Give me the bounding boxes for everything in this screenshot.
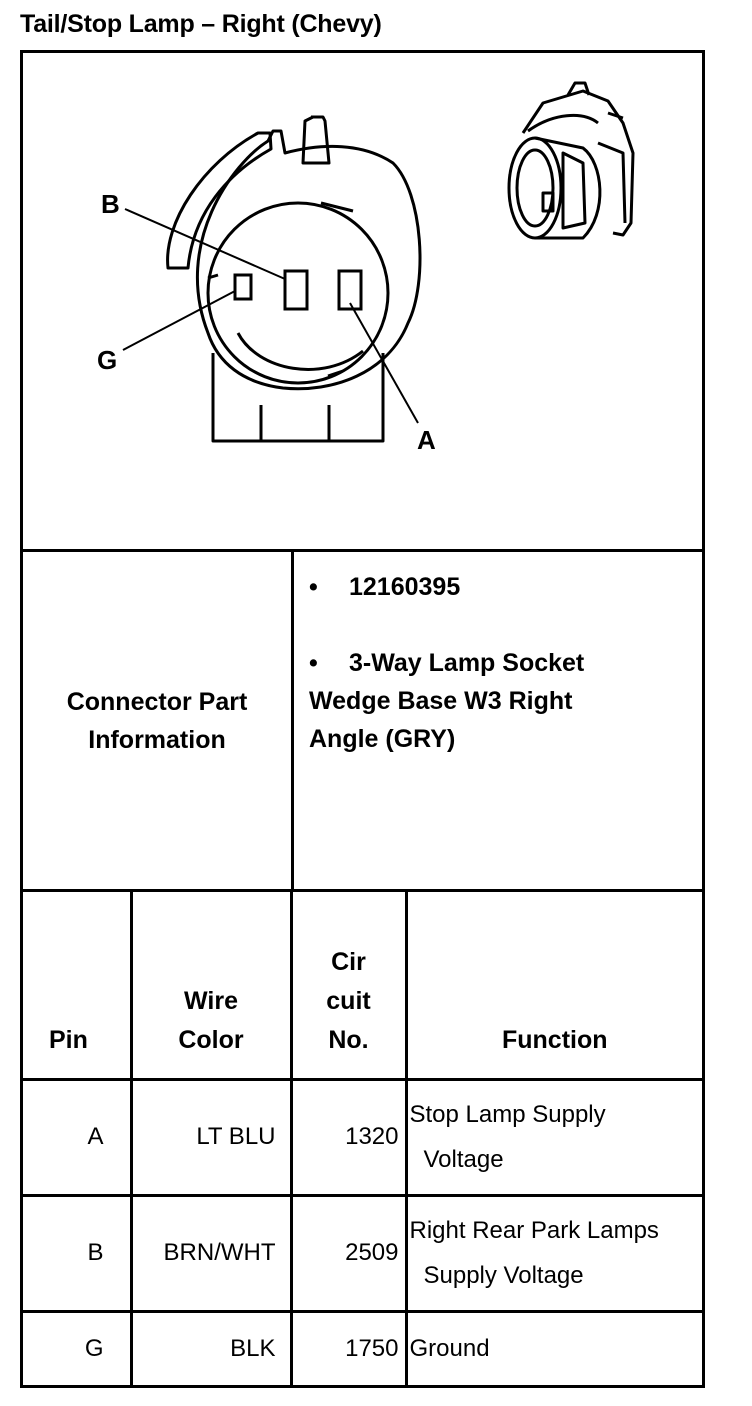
table-row: G BLK 1750 Ground xyxy=(23,1309,702,1385)
connector-sheet: B G A Connector Part Information • 12160… xyxy=(20,50,705,1388)
leader-line-g xyxy=(122,290,236,351)
cell-function: Stop Lamp Supply Voltage xyxy=(404,1077,702,1197)
connector-latch xyxy=(301,115,331,165)
part-description-line2: Wedge Base W3 Right xyxy=(309,687,573,715)
table-header-row: Pin Wire Color Cir cuit No. Function xyxy=(23,892,702,1081)
pin-callout-a: A xyxy=(417,425,436,455)
connector-face xyxy=(206,201,390,385)
pin-table: Pin Wire Color Cir cuit No. Function A L… xyxy=(23,892,702,1385)
connector-face-drawing xyxy=(122,81,635,443)
pin-b-cavity xyxy=(283,269,309,311)
pin-callout-g: G xyxy=(97,345,118,375)
part-info-label-cell: Connector Part Information xyxy=(23,552,294,889)
leader-line-b xyxy=(124,208,286,280)
connector-clip xyxy=(166,131,273,270)
page-title: Tail/Stop Lamp – Right (Chevy) xyxy=(20,10,382,38)
table-row: B BRN/WHT 2509 Right Rear Park Lamps Sup… xyxy=(23,1193,702,1313)
cell-wire-color: BLK xyxy=(129,1309,293,1385)
cell-pin: B xyxy=(23,1193,133,1313)
cell-function: Ground xyxy=(404,1309,702,1385)
connector-housing-base xyxy=(211,353,385,443)
cell-pin: A xyxy=(23,1077,133,1197)
cell-pin: G xyxy=(23,1309,133,1385)
header-wire-color: Wire Color xyxy=(129,892,293,1081)
part-description-line1: 3-Way Lamp Socket xyxy=(349,649,585,677)
part-info-values-cell: • 12160395 • 3-Way Lamp Socket Wedge Bas… xyxy=(309,568,689,796)
connector-outer-body xyxy=(196,129,422,391)
pin-callout-b: B xyxy=(101,189,120,219)
cell-wire-color: BRN/WHT xyxy=(129,1193,293,1313)
cell-circuit-number: 1320 xyxy=(289,1077,408,1197)
leader-line-a xyxy=(349,302,419,424)
header-pin: Pin xyxy=(23,892,133,1081)
header-circuit-number: Cir cuit No. xyxy=(289,892,408,1081)
cell-function: Right Rear Park Lamps Supply Voltage xyxy=(404,1193,702,1313)
bullet-icon: • xyxy=(309,649,318,677)
part-number-item: • 12160395 xyxy=(309,568,689,606)
connector-3d-view xyxy=(507,81,635,240)
pin-a-cavity xyxy=(337,269,363,311)
cell-circuit-number: 1750 xyxy=(289,1309,408,1385)
pin-g-cavity xyxy=(233,273,253,301)
bullet-icon: • xyxy=(309,573,318,601)
part-info-label: Connector Part Information xyxy=(66,687,248,754)
table-row: A LT BLU 1320 Stop Lamp Supply Voltage xyxy=(23,1077,702,1197)
part-description-line3: Angle (GRY) xyxy=(309,725,456,753)
connector-diagram: B G A xyxy=(23,53,702,552)
connector-part-information: Connector Part Information • 12160395 • … xyxy=(23,552,702,892)
part-number: 12160395 xyxy=(349,573,461,601)
cell-wire-color: LT BLU xyxy=(129,1077,293,1197)
part-description-item: • 3-Way Lamp Socket Wedge Base W3 Right … xyxy=(309,644,689,758)
header-function: Function xyxy=(404,892,702,1081)
cell-circuit-number: 2509 xyxy=(289,1193,408,1313)
